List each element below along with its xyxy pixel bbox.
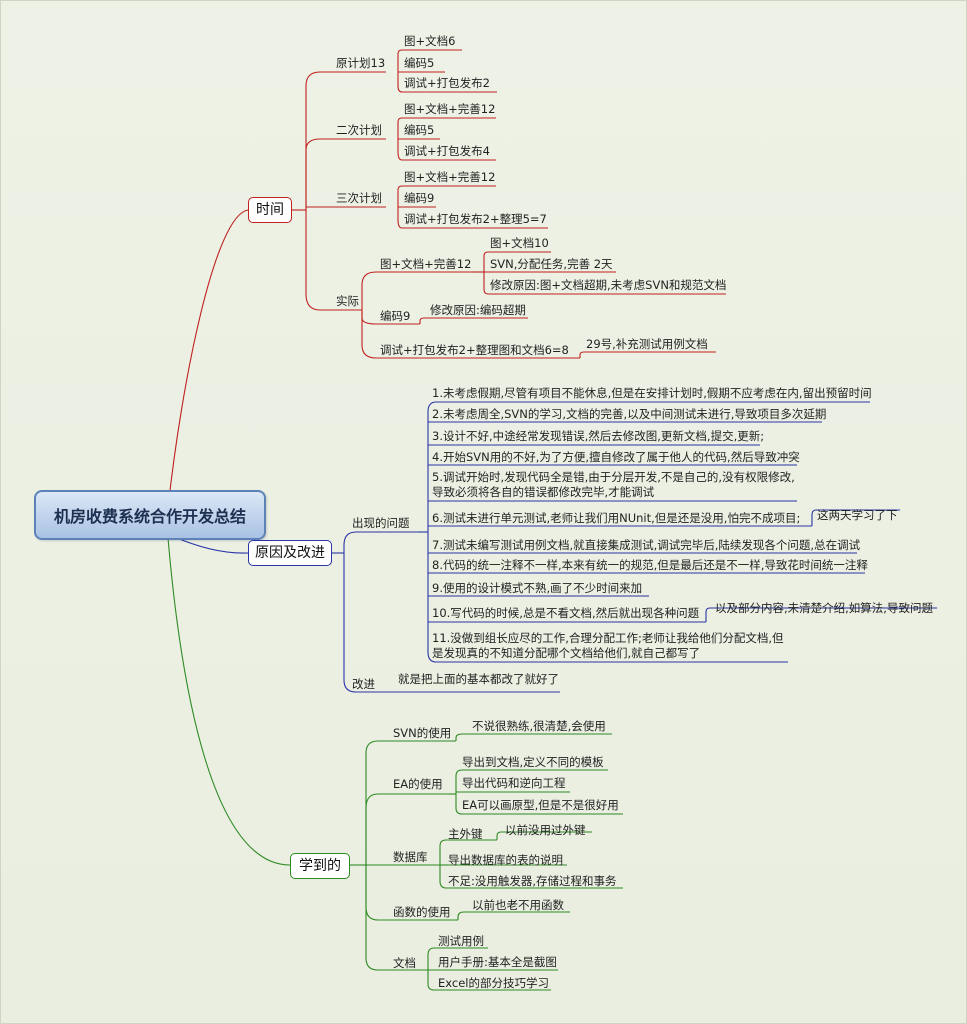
plan1-item[interactable]: 调试+打包发布2 <box>404 76 490 90</box>
learned-svn-label[interactable]: SVN的使用 <box>393 726 452 740</box>
improve-label[interactable]: 改进 <box>352 677 375 691</box>
learned-docs-item[interactable]: Excel的部分技巧学习 <box>438 976 549 990</box>
learned-db-pk-note[interactable]: 以前没用过外键 <box>505 823 586 837</box>
problem-item[interactable]: 4.开始SVN用的不好,为了方便,擅自修改了属于他人的代码,然后导致冲突 <box>432 450 800 464</box>
learned-ea-item[interactable]: 导出代码和逆向工程 <box>462 776 566 790</box>
problem-item[interactable]: 11.没做到组长应尽的工作,合理分配工作;老师让我给他们分配文档,但是发现真的不… <box>432 631 784 660</box>
problem-item[interactable]: 8.代码的统一注释不一样,本来有统一的规范,但是最后还是不一样,导致花时间统一注… <box>432 558 868 572</box>
actual-doc-item[interactable]: 图+文档10 <box>490 236 549 250</box>
plan2-item[interactable]: 编码5 <box>404 123 435 137</box>
plan2-item[interactable]: 图+文档+完善12 <box>404 102 496 116</box>
actual-code-reason[interactable]: 修改原因:编码超期 <box>430 303 526 317</box>
learned-db-pk[interactable]: 主外键 <box>448 827 483 841</box>
topic-learned[interactable]: 学到的 <box>290 853 350 879</box>
plan2-item[interactable]: 调试+打包发布4 <box>404 144 490 158</box>
actual-label[interactable]: 实际 <box>336 294 359 308</box>
learned-ea-item[interactable]: 导出到文档,定义不同的模板 <box>462 755 604 769</box>
problem-item[interactable]: 10.写代码的时候,总是不看文档,然后就出现各种问题 <box>432 606 700 620</box>
plan3-label[interactable]: 三次计划 <box>336 191 382 205</box>
learned-docs-item[interactable]: 用户手册:基本全是截图 <box>438 955 557 969</box>
problem-item[interactable]: 7.测试未编写测试用例文档,就直接集成测试,调试完毕后,陆续发现各个问题,总在调… <box>432 538 861 552</box>
actual-debug-note[interactable]: 29号,补充测试用例文档 <box>586 337 708 351</box>
plan3-item[interactable]: 调试+打包发布2+整理5=7 <box>404 212 547 226</box>
actual-doc-item[interactable]: SVN,分配任务,完善 2天 <box>490 257 613 271</box>
problem-note[interactable]: 以及部分内容,未清楚介绍,如算法,导致问题 <box>715 601 933 615</box>
problem-item[interactable]: 3.设计不好,中途经常发现错误,然后去修改图,更新文档,提交,更新; <box>432 429 765 443</box>
actual-doc-label[interactable]: 图+文档+完善12 <box>380 257 472 271</box>
learned-db-label[interactable]: 数据库 <box>393 850 428 864</box>
problem-note[interactable]: 这两天学习了下 <box>817 508 898 522</box>
learned-db-item[interactable]: 导出数据库的表的说明 <box>448 853 563 867</box>
improve-text[interactable]: 就是把上面的基本都改了就好了 <box>398 672 559 686</box>
problem-item[interactable]: 9.使用的设计模式不熟,画了不少时间来加 <box>432 581 643 595</box>
plan3-item[interactable]: 图+文档+完善12 <box>404 170 496 184</box>
plan1-label[interactable]: 原计划13 <box>336 56 386 70</box>
problem-item[interactable]: 2.未考虑周全,SVN的学习,文档的完善,以及中间测试未进行,导致项目多次延期 <box>432 407 827 421</box>
problem-item[interactable]: 1.未考虑假期,尽管有项目不能休息,但是在安排计划时,假期不应考虑在内,留出预留… <box>432 386 872 400</box>
learned-func-text[interactable]: 以前也老不用函数 <box>472 898 564 912</box>
root-topic[interactable]: 机房收费系统合作开发总结 <box>34 490 266 540</box>
learned-docs-item[interactable]: 测试用例 <box>438 934 484 948</box>
problems-label[interactable]: 出现的问题 <box>352 516 410 530</box>
actual-doc-item[interactable]: 修改原因:图+文档超期,未考虑SVN和规范文档 <box>490 278 727 292</box>
plan1-item[interactable]: 图+文档6 <box>404 34 456 48</box>
topic-time[interactable]: 时间 <box>248 197 292 223</box>
learned-svn-text[interactable]: 不说很熟练,很清楚,会使用 <box>472 719 606 733</box>
learned-ea-item[interactable]: EA可以画原型,但是不是很好用 <box>462 798 619 812</box>
problem-item[interactable]: 6.测试未进行单元测试,老师让我们用NUnit,但是还是没用,怕完不成项目; <box>432 511 801 525</box>
actual-code-label[interactable]: 编码9 <box>380 309 411 323</box>
learned-db-item[interactable]: 不足:没用触发器,存储过程和事务 <box>448 874 617 888</box>
plan1-item[interactable]: 编码5 <box>404 56 435 70</box>
topic-reasons[interactable]: 原因及改进 <box>248 540 332 566</box>
actual-debug-label[interactable]: 调试+打包发布2+整理图和文档6=8 <box>380 343 569 357</box>
plan3-item[interactable]: 编码9 <box>404 191 435 205</box>
learned-ea-label[interactable]: EA的使用 <box>393 777 443 791</box>
learned-func-label[interactable]: 函数的使用 <box>393 905 451 919</box>
problem-item[interactable]: 5.调试开始时,发现代码全是错,由于分层开发,不是自己的,没有权限修改,导致必须… <box>432 470 795 499</box>
learned-docs-label[interactable]: 文档 <box>393 956 416 970</box>
plan2-label[interactable]: 二次计划 <box>336 123 382 137</box>
